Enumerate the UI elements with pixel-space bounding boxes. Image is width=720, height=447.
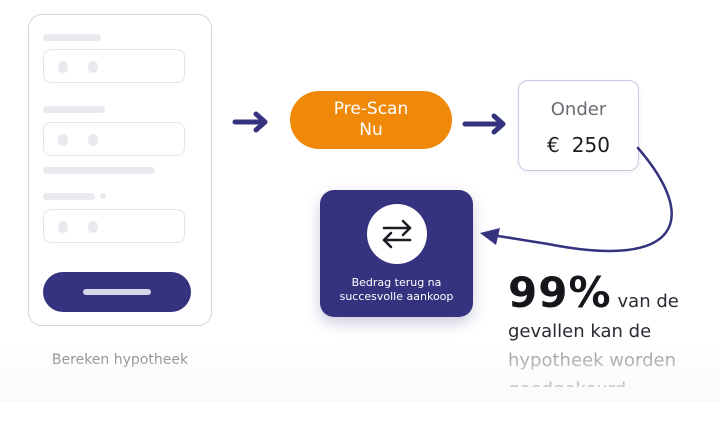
prescan-button[interactable]: Pre-Scan Nu <box>290 91 452 149</box>
right-arrow-icon <box>462 113 506 135</box>
placeholder-label <box>43 106 105 113</box>
stat-line3: hypotheek worden <box>508 350 676 371</box>
under-amount: €250 <box>519 133 638 157</box>
under-label: Onder <box>550 99 607 120</box>
mortgage-form-mockup <box>28 14 212 326</box>
right-arrow-icon <box>232 111 268 133</box>
curved-arrow-icon <box>480 146 673 253</box>
placeholder-label <box>43 193 95 200</box>
stat-line2: gevallen kan de <box>508 321 652 342</box>
stat-percent: 99% <box>508 268 612 317</box>
prescan-label-line2: Nu <box>359 120 383 140</box>
form-caption: Bereken hypotheek <box>51 352 189 368</box>
placeholder-label <box>43 34 101 41</box>
bottom-band <box>0 402 720 447</box>
calculate-button[interactable] <box>43 272 191 312</box>
swap-arrows-icon <box>367 204 427 264</box>
stat-line1: van de <box>617 291 679 312</box>
refund-text-line1: Bedrag terug na <box>351 276 442 289</box>
form-field-3[interactable] <box>43 209 185 243</box>
amount-value: 250 <box>571 133 610 157</box>
prescan-label-line1: Pre-Scan <box>333 99 409 119</box>
currency-symbol: € <box>547 133 560 157</box>
form-field-1[interactable] <box>43 49 185 83</box>
stat-line4: goedgekeurd <box>508 375 713 387</box>
form-field-2[interactable] <box>43 122 185 156</box>
approval-stat: 99%van de gevallen kan de hypotheek word… <box>508 268 713 387</box>
under-amount-box: Onder €250 <box>518 80 639 171</box>
refund-text-line2: succesvolle aankoop <box>339 290 454 303</box>
refund-text: Bedrag terug na succesvolle aankoop <box>320 276 473 304</box>
refund-card: Bedrag terug na succesvolle aankoop <box>320 190 473 317</box>
placeholder-text <box>43 167 155 174</box>
